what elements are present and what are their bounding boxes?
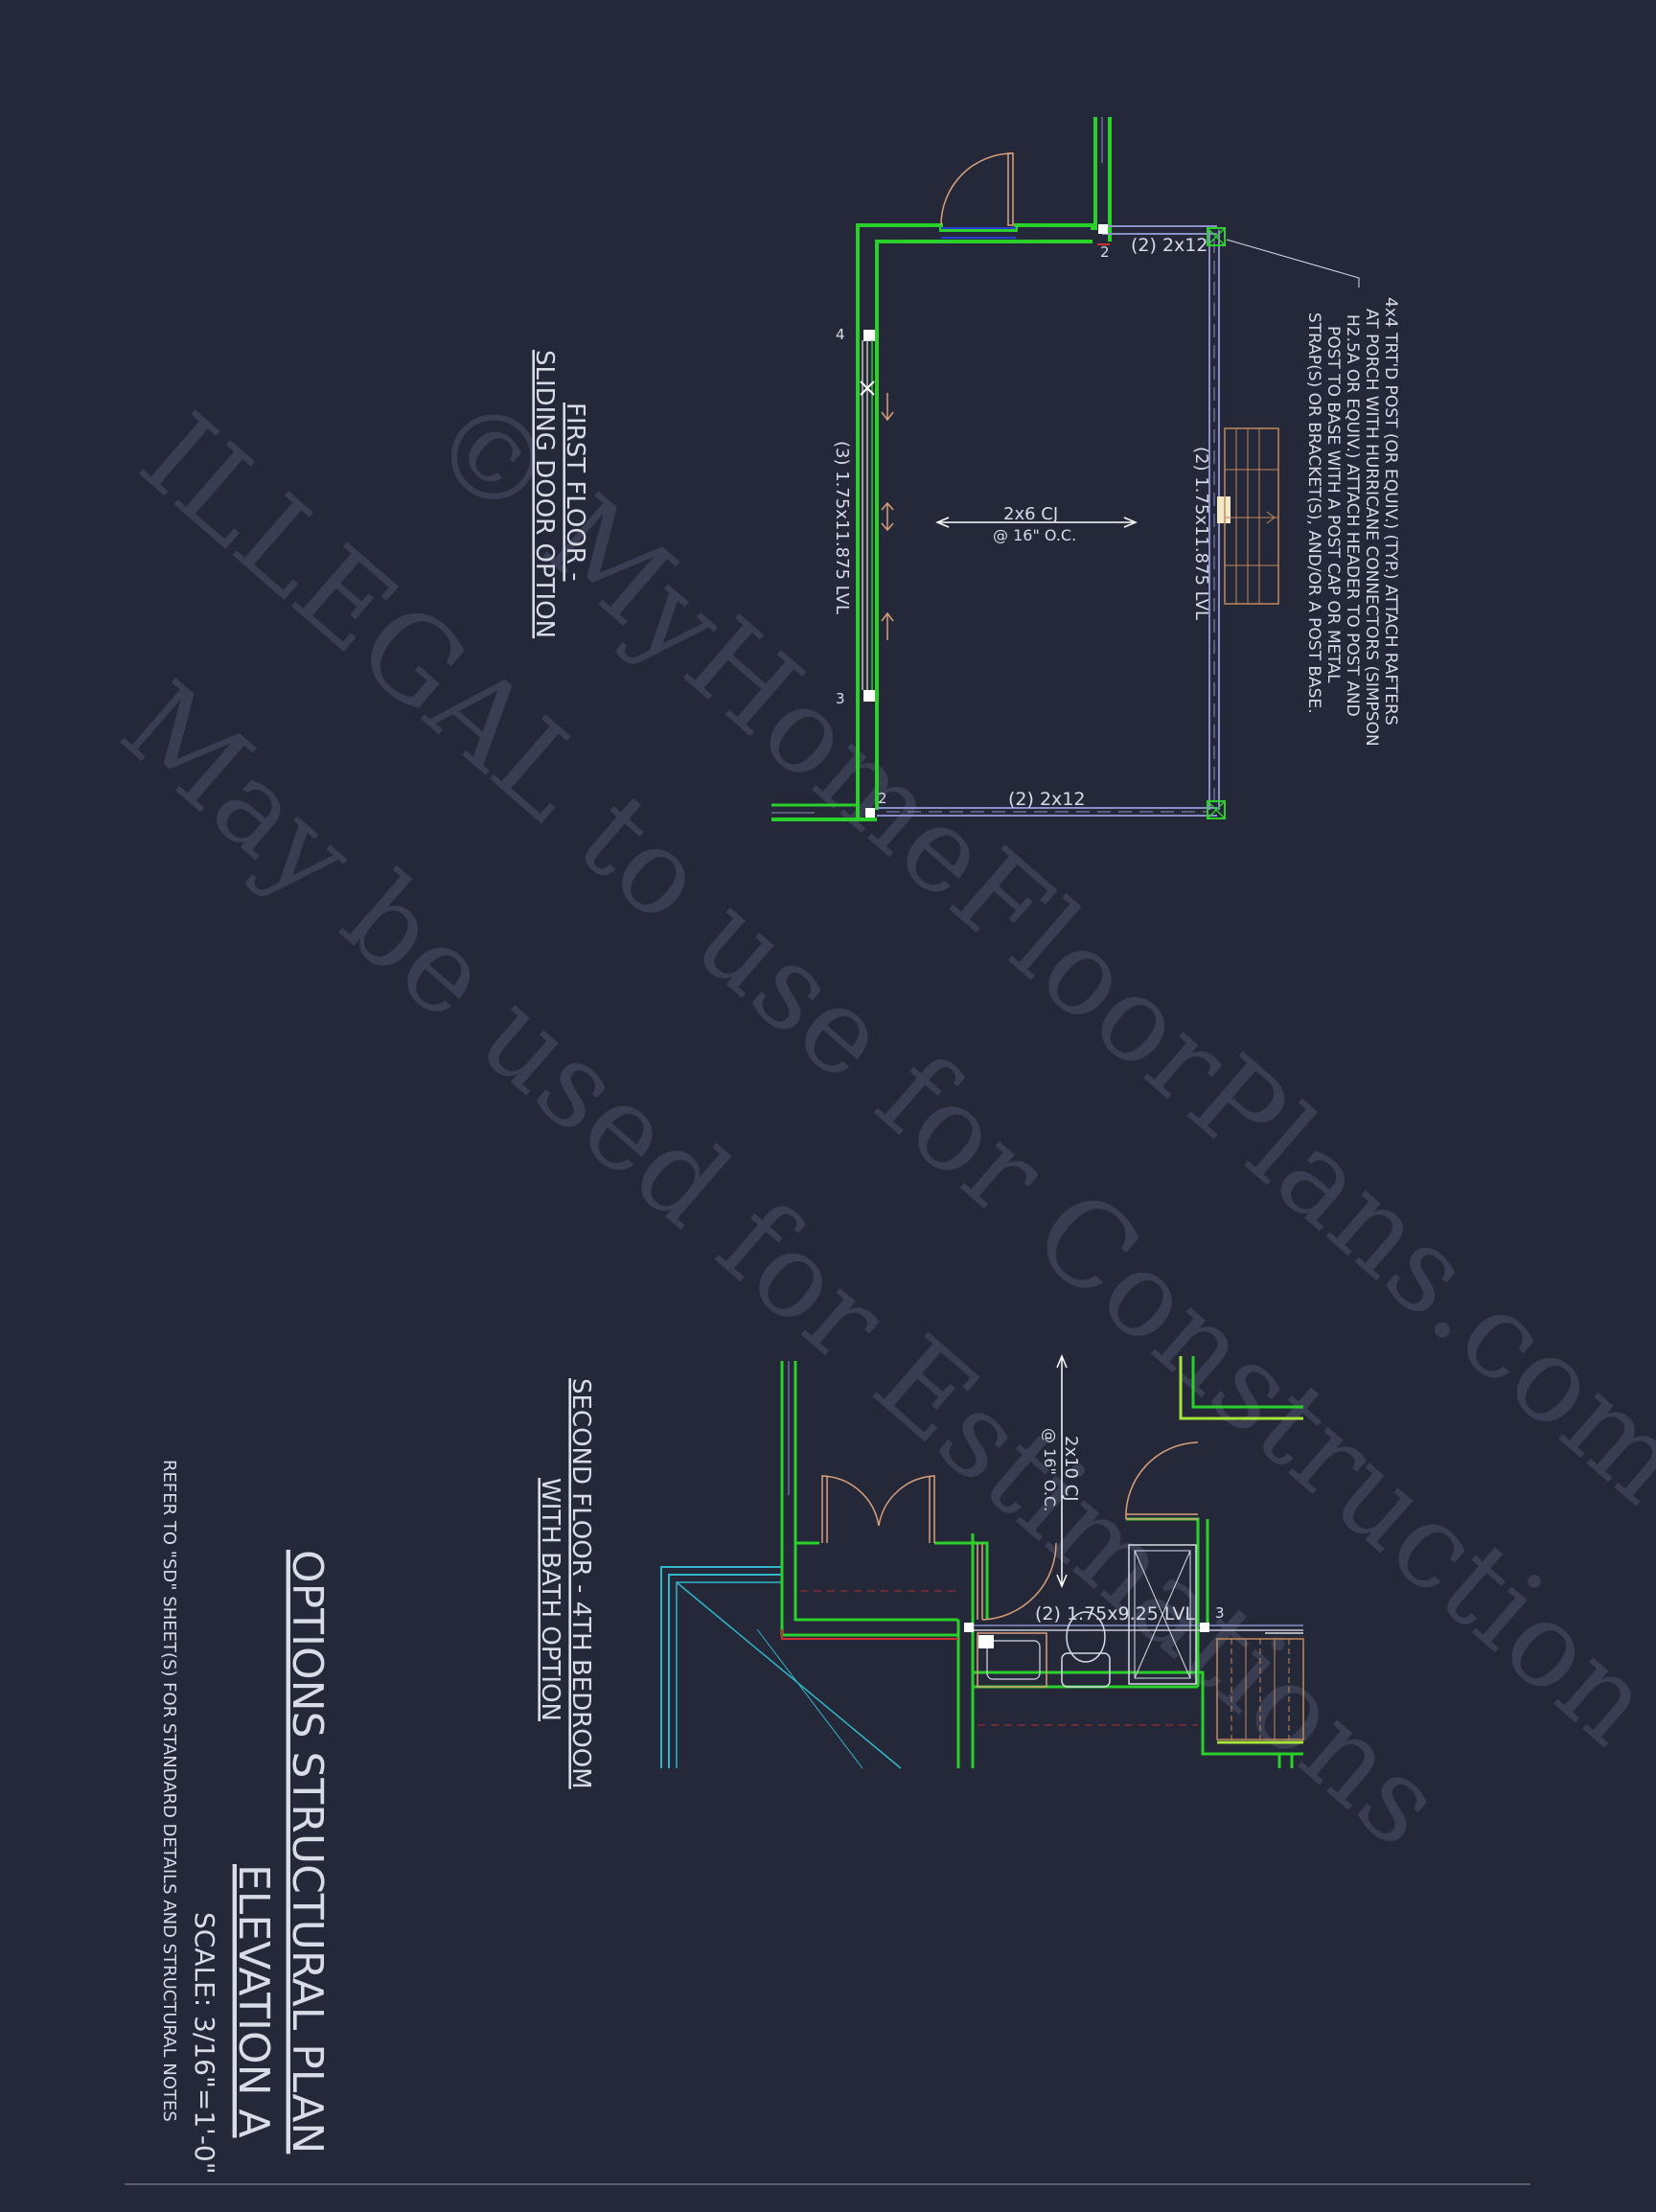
first-floor-mark-4: 4 bbox=[836, 326, 845, 343]
second-floor-plan: 2x10 CJ @ 16" O.C. (2) 1.75x9.25 LVL 3 S… bbox=[536, 1354, 1304, 1789]
bedroom-door bbox=[1125, 1441, 1199, 1520]
post-note-line1: 4x4 TRT'D POST (OR EQUIV.) (TYP.) ATTACH… bbox=[1381, 297, 1400, 726]
plan-title: OPTIONS STRUCTURAL PLAN bbox=[283, 1550, 332, 2154]
first-floor-mark-2b: 2 bbox=[878, 790, 887, 807]
first-floor-header-left: (3) 1.75x11.875 LVL bbox=[832, 441, 852, 614]
plan-subtitle: ELEVATION A bbox=[229, 1864, 278, 2138]
first-floor-plan: (2) 2x12 (2) 2x12 (2) 1.75x11.875 LVL (3… bbox=[530, 117, 1360, 821]
first-floor-header-right: (2) 1.75x11.875 LVL bbox=[1191, 447, 1211, 620]
post-note-line2: AT PORCH WITH HURRICANE CONNECTORS (SIMP… bbox=[1362, 309, 1381, 747]
second-floor-joist-arrow bbox=[1056, 1354, 1068, 1588]
first-floor-joist-label1: 2x6 CJ bbox=[1003, 504, 1058, 524]
post-note-line3: H2.5A OR EQUIV.) ATTACH HEADER TO POST A… bbox=[1343, 314, 1362, 717]
first-floor-stair bbox=[1224, 427, 1279, 605]
second-floor-title-line2: WITH BATH OPTION bbox=[536, 1478, 564, 1721]
first-floor-mark-3: 3 bbox=[836, 690, 845, 707]
second-floor-mark-3: 3 bbox=[1215, 1604, 1225, 1622]
second-floor-joist-label1: 2x10 CJ bbox=[1061, 1436, 1081, 1502]
roof-lines bbox=[660, 1566, 902, 1769]
vanity bbox=[977, 1632, 1047, 1688]
second-floor-joist-label2: @ 16" O.C. bbox=[1041, 1428, 1059, 1511]
bath-door bbox=[977, 1542, 1057, 1621]
post-note-line4: POST TO BASE WITH A POST CAP OR METAL bbox=[1323, 326, 1343, 683]
post-note-line5: STRAP(S) OR BRACKET(S), AND/OR A POST BA… bbox=[1304, 312, 1323, 714]
second-floor-stair bbox=[1216, 1632, 1304, 1740]
watermark-line2: ILLEGAL to use for Construction bbox=[116, 388, 1656, 1771]
second-floor-wall-outer bbox=[780, 1572, 958, 1637]
post-note: 4x4 TRT'D POST (OR EQUIV.) (TYP.) ATTACH… bbox=[1304, 297, 1400, 747]
second-floor-header: (2) 1.75x9.25 LVL bbox=[1035, 1603, 1195, 1624]
closet-doors bbox=[821, 1475, 935, 1543]
shower bbox=[1128, 1544, 1197, 1685]
plan-scale: SCALE: 3/16"=1'-0" bbox=[189, 1912, 220, 2175]
post-note-leader bbox=[1226, 239, 1360, 288]
sliding-door bbox=[860, 340, 894, 690]
first-floor-title-line1: FIRST FLOOR - bbox=[561, 403, 589, 582]
first-floor-mark-2a: 2 bbox=[1100, 243, 1110, 261]
first-floor-title-line2: SLIDING DOOR OPTION bbox=[530, 350, 559, 638]
toilet bbox=[1061, 1611, 1111, 1688]
porch-posts bbox=[863, 224, 1230, 819]
first-floor-header-top: (2) 2x12 bbox=[1131, 235, 1208, 256]
first-floor-wall-inner bbox=[875, 240, 1092, 810]
first-floor-joist-arrow bbox=[935, 517, 1138, 528]
first-floor-joist-label2: @ 16" O.C. bbox=[993, 526, 1076, 544]
title-block: OPTIONS STRUCTURAL PLAN ELEVATION A SCAL… bbox=[159, 1460, 332, 2175]
first-floor-header-bottom: (2) 2x12 bbox=[1008, 789, 1085, 810]
plan-reference-note: REFER TO "SD" SHEET(S) FOR STANDARD DETA… bbox=[159, 1460, 179, 2122]
second-floor-title-line1: SECOND FLOOR - 4TH BEDROOM bbox=[566, 1378, 595, 1789]
first-floor-wall-outer bbox=[771, 223, 1094, 821]
